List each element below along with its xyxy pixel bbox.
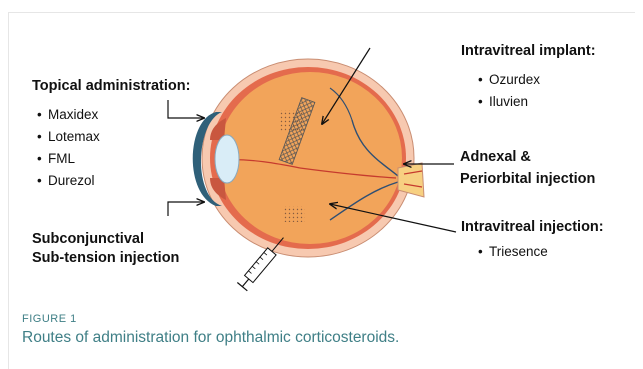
topical-item-lotemax: Lotemax: [48, 129, 100, 144]
subconjunctival-line-2: Sub-tension injection: [32, 250, 179, 266]
subconjunctival-line-1: Subconjunctival: [32, 231, 144, 247]
bullet: •: [478, 244, 483, 259]
topical-item-durezol: Durezol: [48, 173, 95, 188]
bullet: •: [478, 72, 483, 87]
implant-item-ozurdex: Ozurdex: [489, 72, 540, 87]
implant-item-iluvien: Iluvien: [489, 94, 528, 109]
topical-arrow: [168, 100, 204, 118]
bullet: •: [478, 94, 483, 109]
topical-label-group: Topical administration: • Maxidex • Lote…: [32, 78, 190, 188]
eye-diagram: Topical administration: • Maxidex • Lote…: [0, 0, 643, 300]
injection-heading: Intravitreal injection:: [461, 219, 604, 235]
implant-heading: Intravitreal implant:: [461, 43, 596, 59]
adnexal-label-group: Adnexal & Periorbital injection: [460, 149, 595, 187]
implant-label-group: Intravitreal implant: • Ozurdex • Iluvie…: [461, 43, 596, 109]
bullet: •: [37, 173, 42, 188]
adnexal-line-1: Adnexal &: [460, 149, 531, 165]
injection-label-group: Intravitreal injection: • Triesence: [461, 219, 604, 259]
figure-caption: Routes of administration for ophthalmic …: [22, 329, 399, 347]
bullet: •: [37, 151, 42, 166]
topical-item-fml: FML: [48, 151, 75, 166]
adnexal-line-2: Periorbital injection: [460, 171, 595, 187]
injected-drug-deposit: [283, 206, 305, 222]
figure-label: FIGURE 1: [22, 313, 77, 325]
subconjunctival-label-group: Subconjunctival Sub-tension injection: [32, 231, 179, 266]
subconjunctival-arrow: [168, 202, 204, 216]
injection-item-triesence: Triesence: [489, 244, 548, 259]
bullet: •: [37, 129, 42, 144]
topical-heading: Topical administration:: [32, 78, 190, 94]
topical-item-maxidex: Maxidex: [48, 107, 99, 122]
bullet: •: [37, 107, 42, 122]
